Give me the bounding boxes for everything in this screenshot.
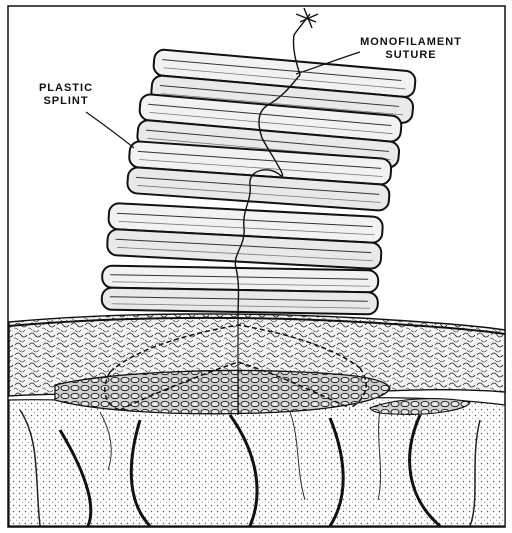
suture-label-line1: MONOFILAMENT	[346, 36, 476, 49]
splint-label-line1: PLASTIC	[26, 82, 106, 95]
plastic-splint-label: PLASTIC SPLINT	[26, 82, 106, 108]
monofilament-suture-label: MONOFILAMENT SUTURE	[346, 36, 476, 62]
splint-label-line2: SPLINT	[26, 95, 106, 108]
lower-tissue	[9, 398, 505, 526]
splint-5	[102, 266, 379, 315]
suture-label-line2: SUTURE	[346, 49, 476, 62]
